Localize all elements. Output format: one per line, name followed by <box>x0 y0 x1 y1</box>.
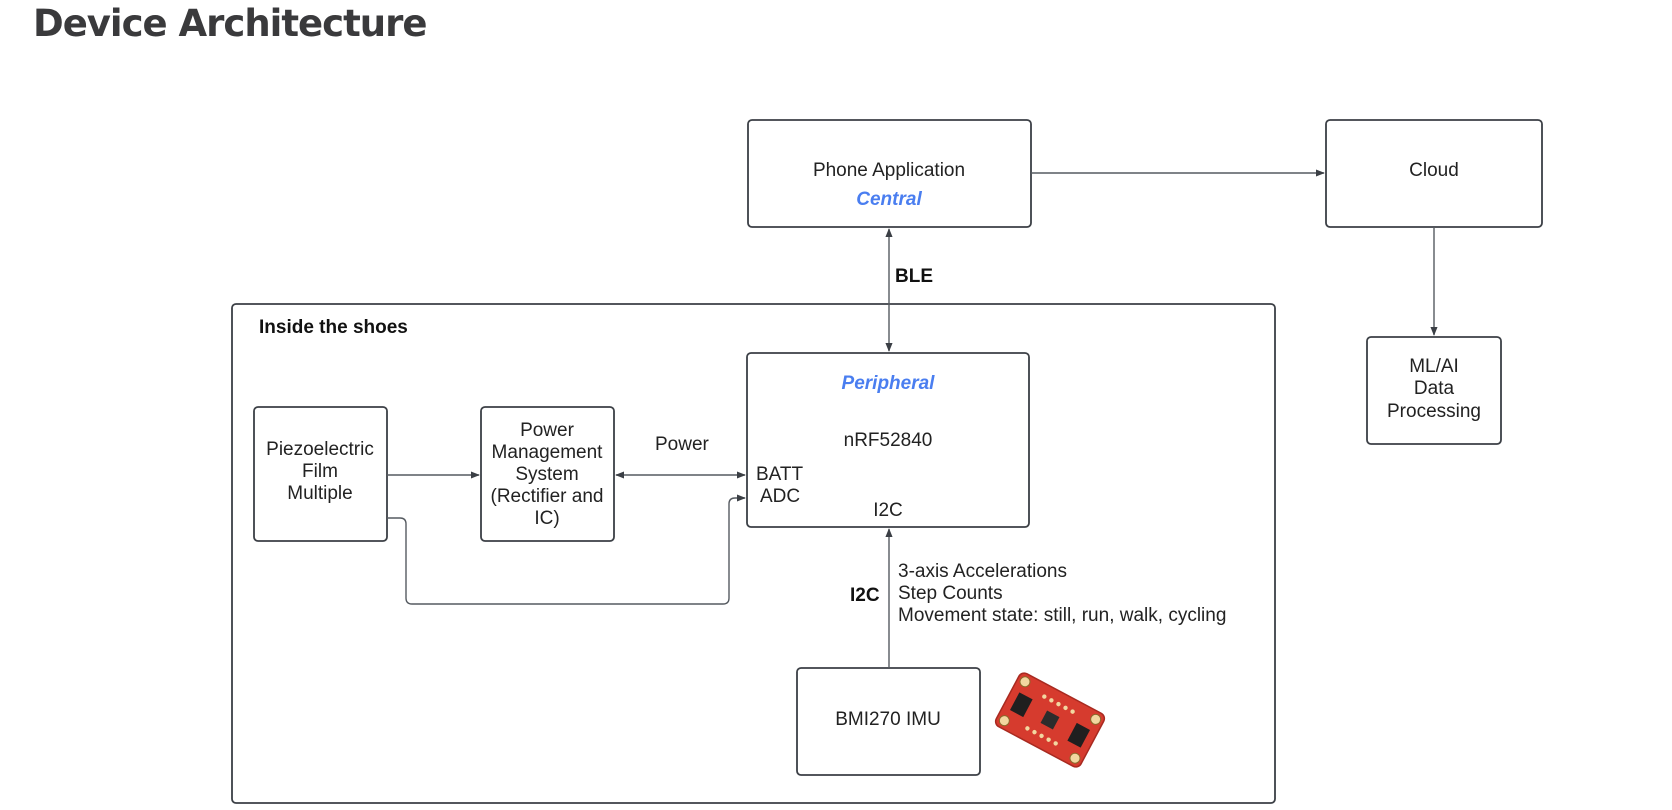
piezo-line-2: Film <box>302 461 338 482</box>
phone-application-node: Phone Application Central <box>747 119 1032 228</box>
ml-line-3: Processing <box>1387 401 1481 422</box>
imu-data-line-1: 3-axis Accelerations <box>898 561 1067 582</box>
adc-port-label: ADC <box>760 486 800 507</box>
piezo-film-node: Piezoelectric Film Multiple <box>253 406 388 542</box>
pms-line-3: System <box>515 464 578 485</box>
pms-line-4: (Rectifier and <box>491 486 604 507</box>
nrf52840-title: nRF52840 <box>844 430 933 451</box>
shoe-container-label: Inside the shoes <box>259 317 408 338</box>
phone-application-title: Phone Application <box>813 160 965 181</box>
batt-port-label: BATT <box>756 464 804 485</box>
piezo-line-1: Piezoelectric <box>266 439 374 460</box>
pms-line-1: Power <box>520 420 575 441</box>
imu-data-line-2: Step Counts <box>898 583 1003 604</box>
central-role-label: Central <box>856 189 922 210</box>
peripheral-role-label: Peripheral <box>842 373 936 394</box>
ble-link-label: BLE <box>895 266 933 287</box>
pms-line-5: IC) <box>534 508 559 529</box>
i2c-link-label: I2C <box>850 585 880 606</box>
nrf52840-node: Peripheral nRF52840 BATT ADC I2C <box>746 352 1030 528</box>
pms-line-2: Management <box>492 442 604 463</box>
page-title: Device Architecture <box>33 2 427 45</box>
imu-data-line-3: Movement state: still, run, walk, cyclin… <box>898 605 1226 626</box>
power-management-node: Power Management System (Rectifier and I… <box>480 406 615 542</box>
piezo-to-adc-arrow <box>387 494 746 605</box>
i2c-port-label: I2C <box>873 500 903 521</box>
cloud-node: Cloud <box>1325 119 1543 228</box>
power-link-label: Power <box>655 434 710 455</box>
imu-breakout-board-image <box>994 672 1106 768</box>
bmi270-imu-node: BMI270 IMU <box>796 667 981 776</box>
ml-processing-node: ML/AI Data Processing <box>1366 336 1502 445</box>
ml-line-2: Data <box>1414 378 1455 399</box>
cloud-title: Cloud <box>1409 160 1459 181</box>
piezo-line-3: Multiple <box>287 483 352 504</box>
imu-title: BMI270 IMU <box>835 709 941 730</box>
ml-line-1: ML/AI <box>1409 356 1459 377</box>
